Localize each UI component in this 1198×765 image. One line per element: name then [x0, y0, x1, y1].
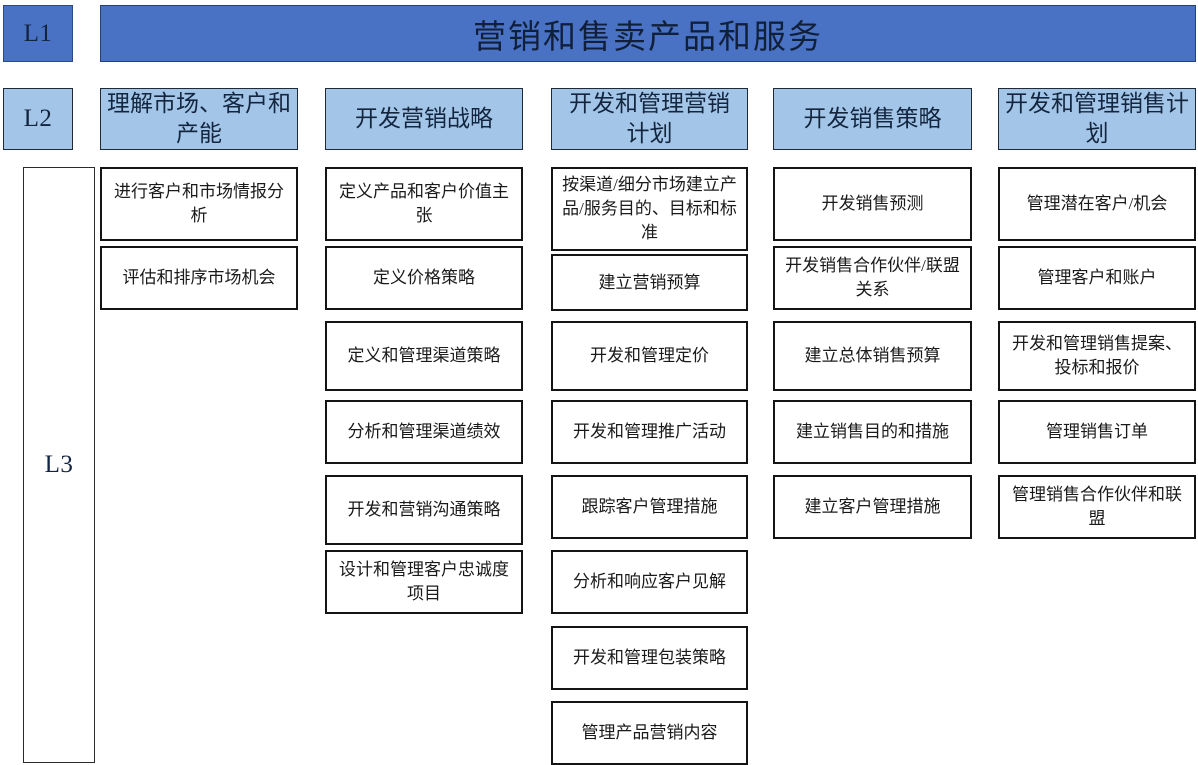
l3-activity-box[interactable]: 管理潜在客户/机会	[998, 167, 1196, 241]
l3-activity-label: 开发和管理包装策略	[573, 648, 726, 667]
l2-header-develop-manage-sales-plans[interactable]: 开发和管理销售计划	[998, 88, 1196, 150]
l3-activity-box[interactable]: 管理销售合作伙伴和联盟	[998, 475, 1196, 539]
l3-activity-label: 开发销售预测	[821, 194, 924, 213]
l3-activity-box[interactable]: 分析和响应客户见解	[551, 550, 748, 614]
level-tag-l3-label: L3	[44, 451, 74, 479]
l3-activity-box[interactable]: 按渠道/细分市场建立产品/服务目的、目标和标准	[551, 167, 748, 251]
l3-activity-label: 管理客户和账户	[1037, 268, 1157, 287]
l3-activity-box[interactable]: 设计和管理客户忠诚度项目	[325, 550, 523, 614]
l3-activity-label: 评估和排序市场机会	[122, 268, 276, 287]
l3-activity-label: 跟踪客户管理措施	[581, 497, 718, 516]
l3-activity-box[interactable]: 管理产品营销内容	[551, 701, 748, 765]
l3-activity-box[interactable]: 建立营销预算	[551, 254, 748, 311]
l1-process-banner: 营销和售卖产品和服务	[100, 5, 1196, 62]
l3-activity-label: 分析和管理渠道绩效	[347, 422, 501, 441]
l2-header-label: 开发和管理营销计划	[569, 91, 730, 146]
l3-activity-box[interactable]: 跟踪客户管理措施	[551, 475, 748, 539]
level-tag-l2-label: L2	[23, 105, 53, 133]
l3-activity-box[interactable]: 定义产品和客户价值主张	[325, 167, 523, 241]
l3-activity-box[interactable]: 建立销售目的和措施	[773, 400, 972, 464]
l3-activity-label: 定义和管理渠道策略	[347, 346, 501, 365]
l3-activity-label: 管理销售订单	[1046, 422, 1148, 441]
l3-activity-box[interactable]: 定义和管理渠道策略	[325, 321, 523, 391]
l3-activity-box[interactable]: 开发和营销沟通策略	[325, 475, 523, 545]
l3-activity-label: 开发和管理推广活动	[573, 422, 726, 441]
l2-header-understand-markets[interactable]: 理解市场、客户和产能	[100, 88, 298, 150]
l3-activity-label: 管理销售合作伙伴和联盟	[1012, 485, 1182, 528]
l3-activity-label: 设计和管理客户忠诚度项目	[339, 560, 509, 603]
l2-header-develop-manage-marketing-plans[interactable]: 开发和管理营销计划	[551, 88, 748, 150]
l3-activity-box[interactable]: 开发和管理定价	[551, 321, 748, 391]
l3-activity-box[interactable]: 分析和管理渠道绩效	[325, 400, 523, 464]
level-tag-l2: L2	[3, 88, 73, 150]
l3-activity-box[interactable]: 开发和管理包装策略	[551, 626, 748, 690]
l3-activity-label: 管理产品营销内容	[581, 723, 718, 742]
level-tag-l1: L1	[3, 5, 73, 62]
l3-activity-box[interactable]: 开发和管理销售提案、投标和报价	[998, 321, 1196, 391]
l3-activity-label: 开发和营销沟通策略	[347, 500, 501, 519]
l3-activity-label: 开发销售合作伙伴/联盟关系	[785, 256, 960, 299]
l2-header-label: 开发和管理销售计划	[1005, 91, 1189, 146]
l3-activity-box[interactable]: 开发销售合作伙伴/联盟关系	[773, 246, 972, 310]
l3-activity-label: 定义价格策略	[373, 268, 475, 287]
l3-activity-box[interactable]: 管理客户和账户	[998, 246, 1196, 310]
l3-activity-box[interactable]: 管理销售订单	[998, 400, 1196, 464]
level-tag-l1-label: L1	[23, 19, 53, 47]
l2-header-label: 开发销售策略	[803, 106, 942, 131]
l3-activity-label: 建立客户管理措施	[804, 497, 941, 516]
l3-activity-label: 按渠道/细分市场建立产品/服务目的、目标和标准	[562, 175, 737, 242]
l3-activity-label: 定义产品和客户价值主张	[339, 182, 509, 225]
l3-activity-box[interactable]: 定义价格策略	[325, 246, 523, 310]
l3-activity-box[interactable]: 进行客户和市场情报分析	[100, 167, 298, 241]
l2-header-label: 开发营销战略	[355, 106, 493, 131]
l3-activity-box[interactable]: 开发销售预测	[773, 167, 972, 241]
l3-activity-box[interactable]: 建立客户管理措施	[773, 475, 972, 539]
l1-process-title: 营销和售卖产品和服务	[473, 19, 823, 56]
l3-activity-label: 建立总体销售预算	[804, 346, 941, 365]
l2-header-label: 理解市场、客户和产能	[107, 91, 291, 146]
l3-activity-label: 进行客户和市场情报分析	[114, 182, 284, 225]
l2-header-develop-sales-strategy[interactable]: 开发销售策略	[773, 88, 972, 150]
l3-activity-box[interactable]: 开发和管理推广活动	[551, 400, 748, 464]
l3-activity-label: 分析和响应客户见解	[573, 572, 726, 591]
l2-header-develop-marketing-strategy[interactable]: 开发营销战略	[325, 88, 523, 150]
l3-activity-box[interactable]: 评估和排序市场机会	[100, 246, 298, 310]
l3-activity-label: 建立销售目的和措施	[796, 422, 949, 441]
l3-activity-label: 开发和管理定价	[590, 346, 709, 365]
l3-activity-box[interactable]: 建立总体销售预算	[773, 321, 972, 391]
l3-activity-label: 管理潜在客户/机会	[1026, 194, 1168, 213]
level-tag-l3: L3	[23, 167, 95, 763]
l3-activity-label: 建立营销预算	[598, 272, 701, 292]
l3-activity-label: 开发和管理销售提案、投标和报价	[1012, 334, 1182, 377]
